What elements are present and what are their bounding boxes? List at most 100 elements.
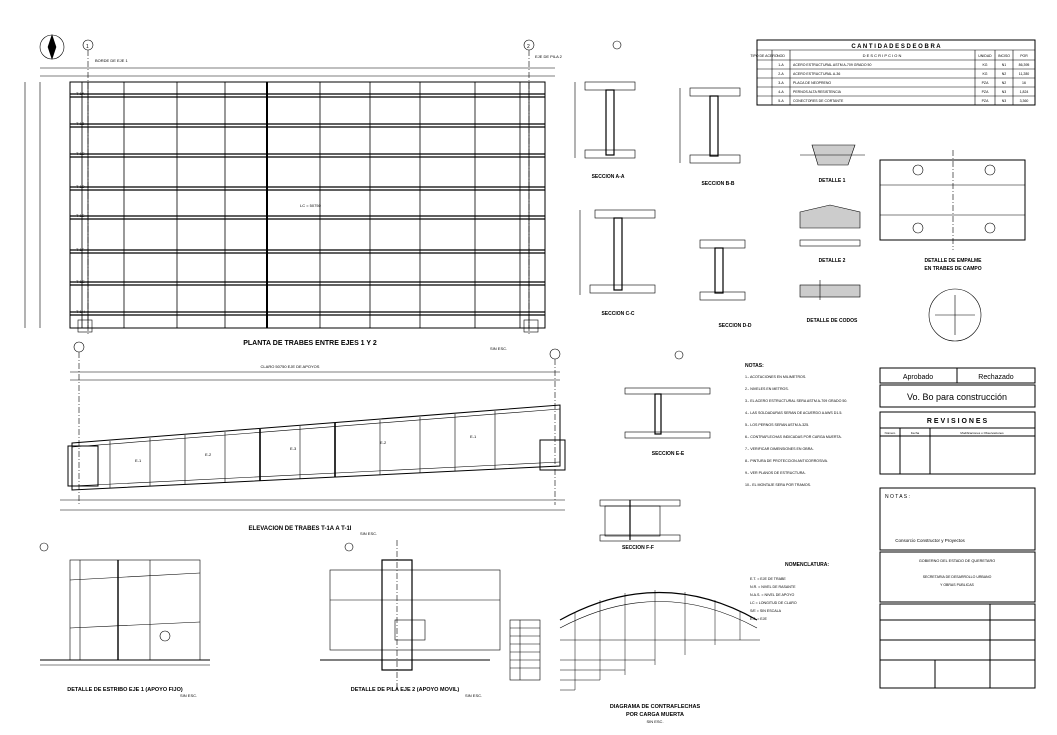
qty-h2: D E S C R I P C I O N <box>863 53 902 58</box>
section-cc <box>579 209 656 295</box>
section-cc-title: SECCION C-C <box>601 311 634 317</box>
qty-r3-unit: PZA <box>982 90 989 94</box>
gov-line-1: GOBIERNO DEL ESTADO DE QUERETARO <box>919 559 995 563</box>
nom-5: S/E = SIN ESCALA <box>750 609 782 613</box>
qty-r4-val: 3,360 <box>1020 99 1029 103</box>
qty-r1-inc: N2 <box>1002 72 1007 76</box>
section-ff <box>599 499 681 542</box>
girder-label-c: T-1C <box>76 151 85 156</box>
section-ff-title: SECCION F-F <box>622 545 654 551</box>
elevation-scale: SIN ESC. <box>360 531 377 536</box>
notes-title: NOTAS: <box>745 363 764 369</box>
plan-bolt-note-1: BORDE DE EJE 1 <box>95 58 128 63</box>
qty-r4-desc: CONECTORES DE CORTANTE <box>793 99 844 103</box>
qty-h3: UNIDAD <box>978 54 992 58</box>
qty-r2-desc: PLACA DE NEOPRENO <box>793 81 831 85</box>
seg-e2-left: E-2 <box>205 452 212 457</box>
qty-r3-inc: N3 <box>1002 90 1007 94</box>
seg-e3: E-3 <box>290 446 297 451</box>
vobo-label: Vo. Bo para construcción <box>907 392 1007 402</box>
revisions-title: R E V I S I O N E S <box>927 418 988 425</box>
qty-r1-nod: 2-A <box>778 72 784 76</box>
plan-axis-2: 2 <box>527 44 530 50</box>
section-dd-title: SECCION D-D <box>718 323 751 329</box>
qty-r0-desc: ACERO ESTRUCTURAL ASTM A-709 GRADO 50 <box>793 63 871 67</box>
qty-h5: POR <box>1020 54 1028 58</box>
plan-title: PLANTA DE TRABES ENTRE EJES 1 Y 2 <box>243 340 377 347</box>
qty-r4-nod: 5-A <box>778 99 784 103</box>
girder-label-f: T-1F <box>76 247 85 252</box>
detail-2-title: DETALLE 2 <box>819 258 846 264</box>
rev-h1: Fecha <box>911 431 920 435</box>
note-9: 9.- VER PLANOS DE ESTRUCTURA. <box>745 471 806 475</box>
qty-r1-desc: ACERO ESTRUCTURAL A-36 <box>793 72 840 76</box>
note-5: 5.- LOS PERNOS SERAN ASTM A-325. <box>745 423 809 427</box>
detail-1-title: DETALLE 1 <box>819 178 846 184</box>
qty-r3-val: 1,824 <box>1020 90 1029 94</box>
girder-label-h: T-1H <box>76 309 85 314</box>
detail-axis2 <box>320 540 501 690</box>
section-aa <box>574 40 636 159</box>
elevation-top-note: CLARO 50750 EJE DE APOYOS <box>261 364 320 369</box>
hole-detail-title: DETALLE DE CODOS <box>807 318 858 324</box>
section-bb <box>679 87 741 164</box>
qty-r3-desc: PERNOS ALTA RESISTENCIA <box>793 90 842 94</box>
qty-r2-val: 16 <box>1022 81 1026 85</box>
rev-h2: Modificaciones o Observaciones <box>960 431 1004 435</box>
section-ee-title: SECCION E-E <box>652 451 685 457</box>
detail-holes <box>799 280 861 300</box>
note-3: 3.- EL ACERO ESTRUCTURAL SERA ASTM A-709… <box>745 399 847 403</box>
note-4: 4.- LAS SOLDADURAS SERAN DE ACUERDO A AW… <box>745 411 842 415</box>
qty-r1-val: 11,280 <box>1019 72 1029 76</box>
gov-line-2: SECRETARIA DE DESARROLLO URBANO <box>923 575 992 579</box>
detail-axis1-title: DETALLE DE ESTRIBO EJE 1 (APOYO FIJO) <box>67 687 183 693</box>
camber-scale: SIN ESC. <box>646 719 663 724</box>
hole-detail <box>928 288 982 342</box>
note-6: 6.- CONTRAFLECHAS INDICADAS POR CARGA MU… <box>745 435 842 439</box>
seg-e2-right: E-2 <box>380 440 387 445</box>
nomenclature-title: NOMENCLATURA: <box>785 562 829 568</box>
qty-r2-inc: N2 <box>1002 81 1007 85</box>
detail-axis2-title: DETALLE DE PILA EJE 2 (APOYO MOVIL) <box>351 687 460 693</box>
elevation-view <box>60 341 566 511</box>
section-bb-title: SECCION B-B <box>701 181 734 187</box>
girder-label-g: T-1G <box>76 279 85 284</box>
nom-6: E.J. = EJE <box>750 617 767 621</box>
rev-h0: Número <box>885 431 896 435</box>
plan-view <box>24 34 555 335</box>
gov-line-3: Y OBRAS PUBLICAS <box>940 583 974 587</box>
girder-label-a: T-1A <box>76 91 85 96</box>
plan-axis-1: 1 <box>86 44 89 50</box>
qty-r2-unit: PZA <box>982 81 989 85</box>
quantities-title: C A N T I D A D E S D E O B R A <box>851 44 941 50</box>
detail-2 <box>799 204 861 247</box>
section-dd <box>699 239 746 301</box>
qty-h0: TIPO DE ACERO <box>750 54 778 58</box>
qty-r0-inc: N1 <box>1002 63 1007 67</box>
detail-1 <box>800 144 865 166</box>
note-10: 10.- EL MONTAJE SERA POR TRAMOS. <box>745 483 811 487</box>
qty-r0-nod: 1-A <box>778 63 784 67</box>
girder-label-e: T-1E <box>76 213 85 218</box>
camber-title-1: DIAGRAMA DE CONTRAFLECHAS <box>610 704 701 710</box>
qty-h4: INCISO <box>998 54 1010 58</box>
seg-e1-right: E-1 <box>470 434 477 439</box>
note-1: 1.- ACOTACIONES EN MILIMETROS. <box>745 375 806 379</box>
nom-2: N.R. = NIVEL DE RASANTE <box>750 585 796 589</box>
company-label: Consorcio Constructor y Proyectos <box>895 538 965 543</box>
section-ee <box>624 350 711 439</box>
qty-h1: NOD <box>777 54 785 58</box>
camber-diagram <box>509 590 760 691</box>
camber-title-2: POR CARGA MUERTA <box>626 712 684 718</box>
girder-label-d: T-1D <box>76 184 85 189</box>
plan-lc-label: LC = 50750 <box>300 203 322 208</box>
splice-title-2: EN TRABES DE CAMPO <box>924 266 981 272</box>
nom-3: N.A.S. = NIVEL DE APOYO <box>750 593 795 597</box>
note-7: 7.- VERIFICAR DIMENSIONES EN OBRA. <box>745 447 814 451</box>
rejected-label: Rechazado <box>978 374 1014 381</box>
note-8: 8.- PINTURA DE PROTECCION ANTICORROSIVA. <box>745 459 828 463</box>
note-2: 2.- NIVELES EN METROS. <box>745 387 789 391</box>
plan-bolt-note-2: EJE DE PILA 2 <box>535 54 563 59</box>
qty-r2-nod: 3-A <box>778 81 784 85</box>
